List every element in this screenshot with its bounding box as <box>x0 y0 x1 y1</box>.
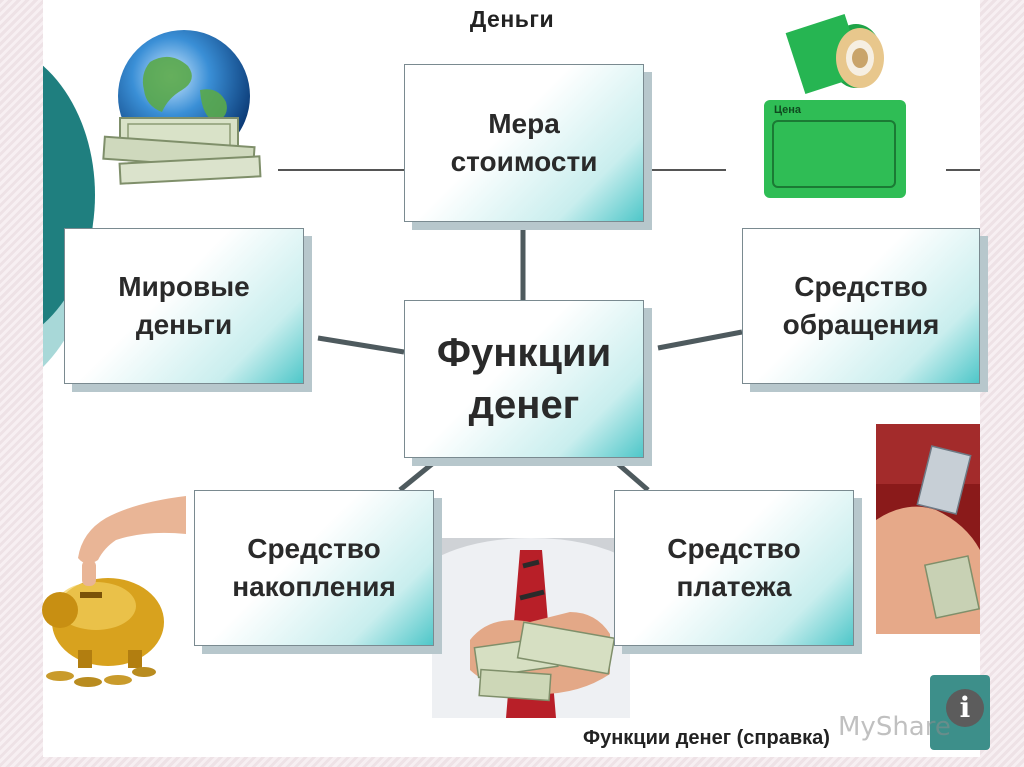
node-means-of-payment: Средство платежа <box>614 490 854 646</box>
price-tag-icon: Цена <box>764 100 906 198</box>
info-icon: i <box>930 675 990 750</box>
label-roll-icon <box>785 13 884 95</box>
node-measure-of-value: Мера стоимости <box>404 64 644 222</box>
node-medium-of-circulation: Средство обращения <box>742 228 980 384</box>
money-hands-icon <box>432 538 630 718</box>
counting-money-icon <box>876 424 981 634</box>
node-means-of-accumulation: Средство накопления <box>194 490 434 646</box>
node-world-money: Мировые деньги <box>64 228 304 384</box>
globe-money-icon <box>102 30 262 185</box>
footer-caption: Функции денег (справка) <box>583 727 830 749</box>
info-badge-letter: i <box>946 689 984 727</box>
piggy-bank-icon <box>42 496 186 687</box>
watermark: MyShare <box>838 712 951 742</box>
diagram-title: Деньги <box>469 6 555 32</box>
price-tag-text: Цена <box>774 104 802 116</box>
node-center-functions-of-money: Функции денег <box>404 300 644 458</box>
